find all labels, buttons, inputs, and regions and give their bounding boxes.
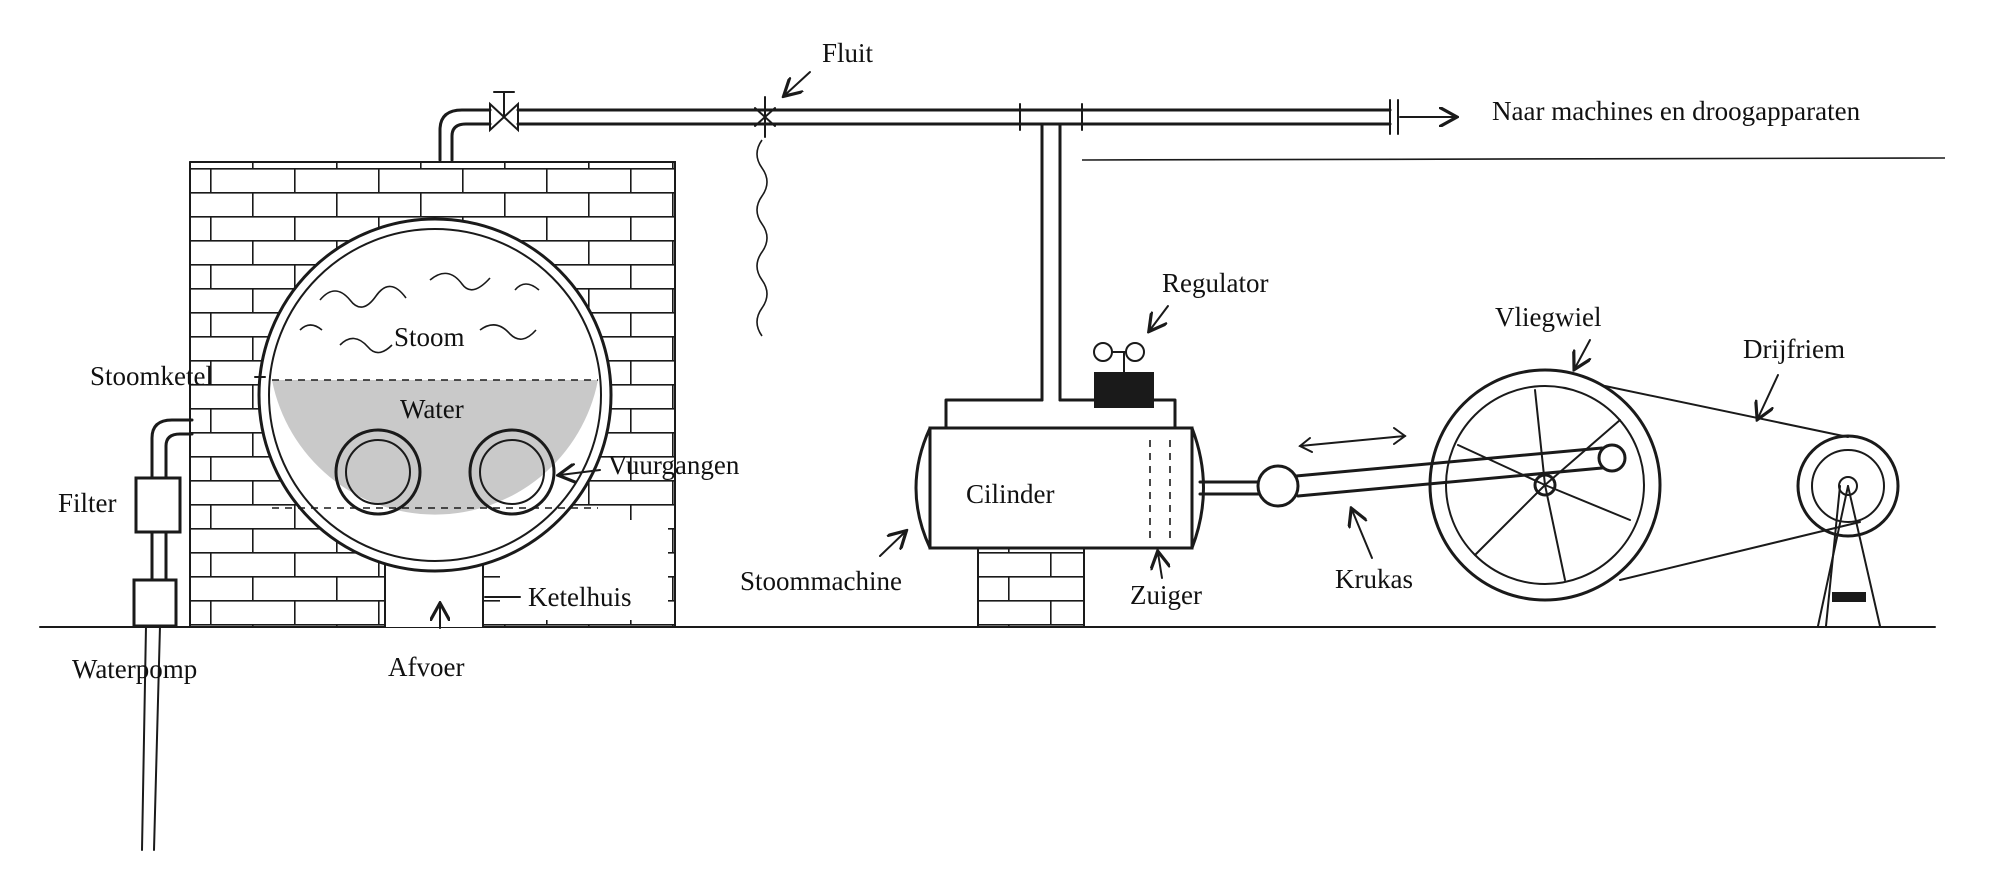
fire-tubes [334, 428, 556, 516]
roof-line [1081, 157, 1946, 161]
label-stoommachine: Stoommachine [740, 566, 902, 596]
label-ketelhuis: Ketelhuis [528, 582, 631, 612]
label-waterpomp: Waterpomp [72, 654, 197, 684]
pump-box [132, 578, 178, 628]
label-krukas: Krukas [1335, 564, 1413, 594]
label-vuurgangen: Vuurgangen [608, 450, 740, 480]
label-water: Water [400, 394, 464, 424]
label-cilinder: Cilinder [966, 479, 1055, 509]
label-zuiger: Zuiger [1130, 580, 1202, 610]
label-vliegwiel: Vliegwiel [1495, 302, 1601, 332]
steam-engine [914, 426, 1264, 628]
water-pump-assembly [132, 418, 194, 851]
label-arrows [254, 71, 1779, 629]
flywheel [1428, 368, 1662, 602]
regulator [1093, 342, 1154, 408]
label-fluit: Fluit [822, 38, 874, 68]
label-afvoer: Afvoer [388, 652, 464, 682]
belt-drive [1604, 385, 1900, 627]
label-drijfriem: Drijfriem [1743, 334, 1845, 364]
label-naar-machines: Naar machines en droogapparaten [1492, 96, 1861, 126]
boiler-water [272, 380, 598, 515]
label-filter: Filter [58, 488, 117, 518]
valve [489, 91, 519, 133]
boiler [257, 217, 613, 573]
label-stoom: Stoom [394, 322, 465, 352]
whistle [754, 96, 776, 337]
filter-box [134, 476, 182, 534]
label-regulator: Regulator [1162, 268, 1268, 298]
engine-foundation [977, 547, 1085, 628]
steam-swirls [299, 272, 540, 354]
label-stoomketel: Stoomketel [90, 361, 213, 391]
